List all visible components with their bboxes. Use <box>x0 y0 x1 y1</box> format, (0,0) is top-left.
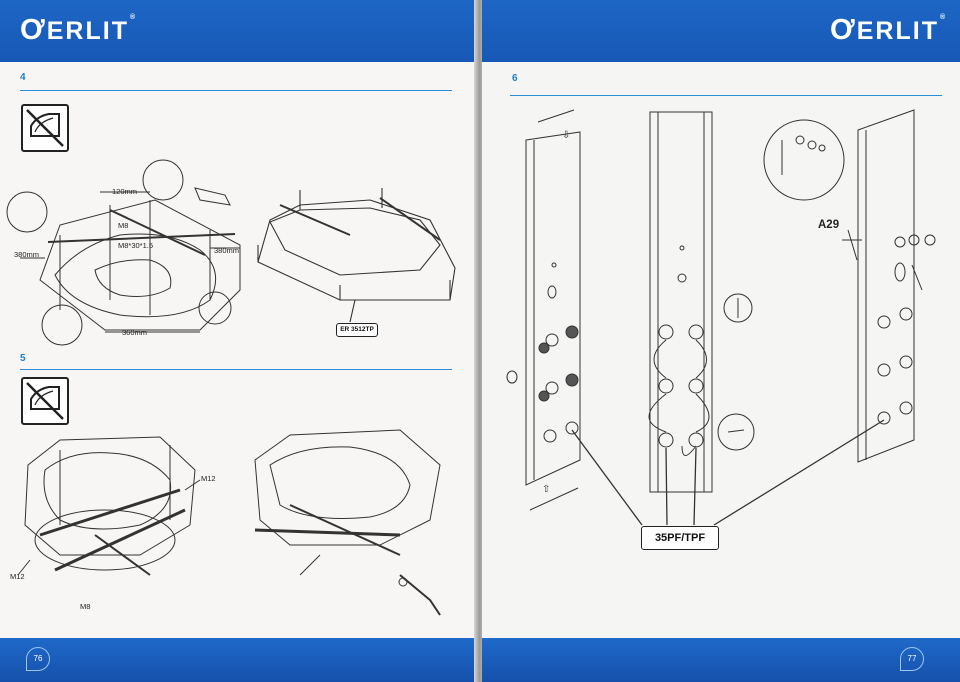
m8-label: M8 <box>80 602 91 611</box>
dimension-360mm: 360mm <box>122 328 148 337</box>
logo-mark-icon: Ơ <box>830 14 855 46</box>
logo-mark-icon: Ơ <box>20 14 45 46</box>
dimension-120mm: 120mm <box>112 187 138 196</box>
step-6-rule <box>510 95 942 96</box>
left-footer-band <box>0 638 478 682</box>
model-label-35pf-tpf: 35PF/TPF <box>641 526 719 550</box>
step-5-frame-diagram <box>17 429 441 616</box>
trademark: ® <box>129 14 138 21</box>
m12-label-left: M12 <box>10 572 25 581</box>
step-4-number: 4 <box>20 72 26 83</box>
step-6-number: 6 <box>512 73 518 84</box>
left-header-band <box>0 0 478 62</box>
page-number-76: 76 <box>26 647 50 671</box>
no-tray-icon <box>21 104 69 152</box>
right-logo: ƠERLIT® <box>830 14 947 47</box>
page-number-77: 77 <box>900 647 924 671</box>
left-logo: ƠERLIT® <box>20 14 137 47</box>
bolt-m8-label: M8 <box>118 221 129 230</box>
logo-text: ERLIT <box>46 17 129 45</box>
step-5-rule <box>20 369 452 370</box>
step-5-number: 5 <box>20 353 26 364</box>
model-label-er3512tp: ER 3512TP <box>336 323 378 337</box>
right-header-band <box>482 0 960 62</box>
right-footer-band <box>482 638 960 682</box>
logo-text: ERLIT <box>856 17 939 45</box>
dimension-380mm-left: 380mm <box>14 250 40 259</box>
step-4-tray-assembly-diagram <box>6 159 456 346</box>
trademark: ® <box>939 14 948 21</box>
arrow-down-icon: ⇩ <box>562 130 570 141</box>
part-label-a29: A29 <box>818 219 840 231</box>
step-4-rule <box>20 90 452 91</box>
bolt-spec-label: M8*30*1.5 <box>118 241 154 250</box>
step-6-shower-panel-diagram: ⇩ ⇧ <box>506 109 936 526</box>
left-page: ƠERLIT® 4 <box>0 0 478 682</box>
dimension-380mm-right: 380mm <box>214 246 240 255</box>
right-page: ƠERLIT® 6 ⇩ ⇧ <box>482 0 960 682</box>
arrow-up-icon: ⇧ <box>542 484 550 495</box>
no-tray-icon-step5 <box>21 377 69 425</box>
m12-label-right: M12 <box>201 474 216 483</box>
